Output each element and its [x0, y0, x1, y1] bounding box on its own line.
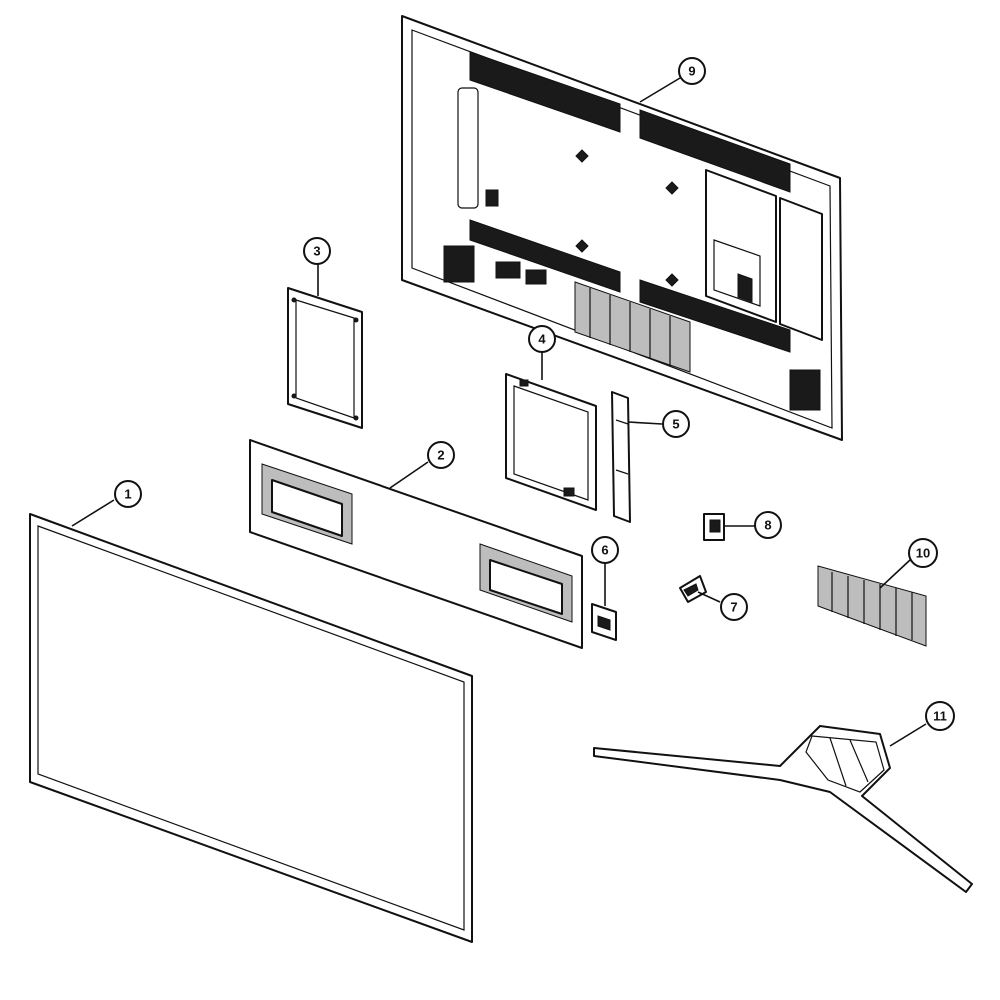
- part-display-panel: [29, 513, 473, 943]
- part-main-board: [505, 373, 597, 511]
- svg-text:3: 3: [313, 244, 320, 259]
- callout-9: 9: [678, 57, 706, 85]
- callout-11: 11: [925, 701, 955, 731]
- part-rear-cover: [401, 15, 843, 441]
- svg-text:4: 4: [538, 332, 546, 347]
- svg-text:10: 10: [916, 546, 930, 561]
- part-stand: [593, 725, 973, 893]
- callout-2: 2: [427, 441, 455, 469]
- part-tab: [679, 575, 707, 603]
- svg-text:6: 6: [601, 543, 608, 558]
- part-strip: [611, 391, 631, 523]
- callout-5: 5: [662, 410, 690, 438]
- callout-3: 3: [303, 237, 331, 265]
- callout-4: 4: [528, 325, 556, 353]
- part-cover-grille: [817, 565, 927, 647]
- part-bracket-set: [249, 439, 583, 649]
- callout-10: 10: [908, 538, 938, 568]
- callout-8: 8: [754, 511, 782, 539]
- leader-lines: [71, 77, 927, 747]
- callout-7: 7: [720, 593, 748, 621]
- callout-6: 6: [591, 536, 619, 564]
- svg-text:7: 7: [730, 600, 737, 615]
- part-small-bracket: [591, 603, 617, 641]
- svg-text:9: 9: [688, 64, 695, 79]
- svg-text:8: 8: [764, 518, 771, 533]
- svg-text:11: 11: [933, 709, 947, 724]
- svg-text:1: 1: [124, 487, 131, 502]
- part-clip: [703, 513, 725, 541]
- svg-text:2: 2: [437, 448, 444, 463]
- part-board-small: [287, 287, 363, 429]
- svg-text:5: 5: [672, 417, 679, 432]
- callout-1: 1: [114, 480, 142, 508]
